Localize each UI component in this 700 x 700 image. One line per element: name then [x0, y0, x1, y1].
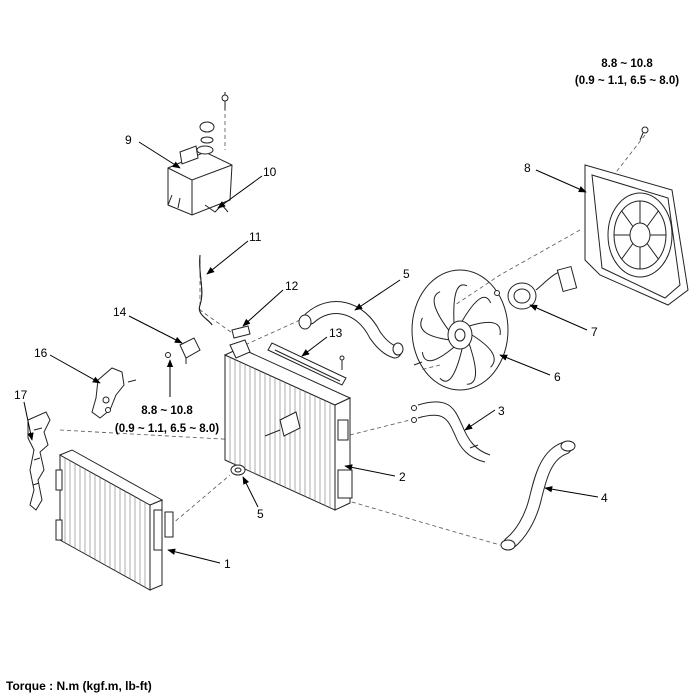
radiator-part-2 [223, 339, 353, 511]
callout-2: 2 [399, 470, 406, 484]
condenser-part-1 [55, 449, 174, 591]
callout-11: 11 [249, 230, 262, 244]
lower-hose-part-4 [500, 440, 576, 551]
callout-numbers: 1 2 3 4 5 5 6 7 8 9 10 11 12 13 14 16 17 [14, 133, 608, 571]
seal-part-13 [267, 342, 347, 386]
cap-part-12 [231, 325, 251, 339]
callout-14: 14 [113, 305, 127, 319]
callout-8: 8 [524, 161, 531, 175]
bracket-part-14 [165, 337, 201, 364]
air-guard-part-17 [27, 411, 51, 511]
torque-units-footer: Torque : N.m (kgf.m, lb-ft) [6, 679, 152, 693]
shroud-part-8 [584, 126, 689, 306]
callout-7: 7 [591, 325, 598, 339]
leader-lines [23, 141, 599, 564]
callout-12: 12 [285, 279, 299, 293]
callout-4: 4 [601, 491, 608, 505]
bracket-part-16 [91, 367, 137, 419]
torque-top-line2: (0.9 ~ 1.1, 6.5 ~ 8.0) [575, 75, 679, 87]
upper-hose-part-5 [298, 301, 404, 359]
callout-16: 16 [34, 346, 48, 360]
torque-top-line1: 8.8 ~ 10.8 [601, 58, 653, 70]
hose-part-10 [204, 204, 229, 213]
torque-mid-line2: (0.9 ~ 1.1, 6.5 ~ 8.0) [115, 423, 219, 435]
callout-10: 10 [263, 165, 277, 179]
hoses-part-3 [411, 401, 491, 463]
callout-5-upper: 5 [403, 267, 410, 281]
callout-5-lower: 5 [257, 507, 264, 521]
hose-part-11 [198, 254, 213, 326]
callout-6: 6 [554, 370, 561, 384]
reservoir-part-9 [167, 92, 233, 216]
torque-spec-middle: 8.8 ~ 10.8 (0.9 ~ 1.1, 6.5 ~ 8.0) [115, 405, 219, 435]
callout-9: 9 [125, 133, 132, 147]
callout-17: 17 [14, 388, 28, 402]
torque-spec-top: 8.8 ~ 10.8 (0.9 ~ 1.1, 6.5 ~ 8.0) [575, 58, 679, 87]
callout-1: 1 [224, 557, 231, 571]
callout-3: 3 [498, 404, 505, 418]
motor-part-7 [494, 265, 578, 310]
torque-mid-line1: 8.8 ~ 10.8 [141, 405, 193, 417]
callout-13: 13 [329, 326, 343, 340]
fan-part-6 [411, 269, 509, 391]
assembly-guide-lines [59, 100, 646, 546]
